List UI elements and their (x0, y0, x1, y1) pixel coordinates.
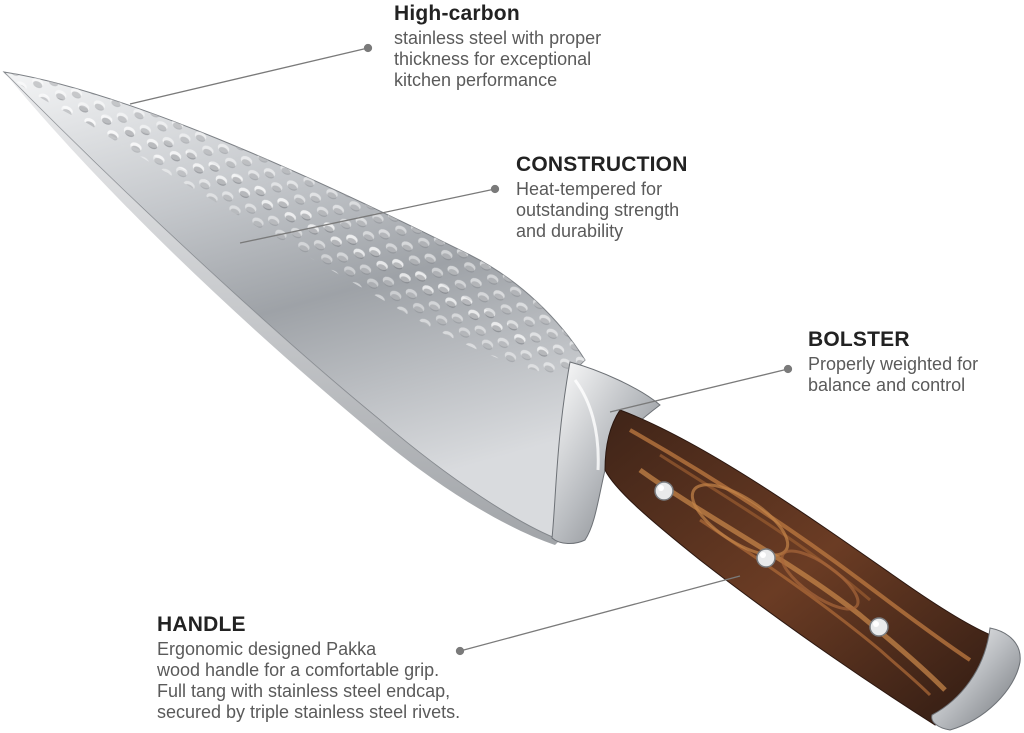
callout-title: HANDLE (157, 613, 246, 636)
rivet (756, 548, 776, 568)
leader-line-high-carbon (129, 47, 369, 105)
callout-bolster: BOLSTER Properly weighted for balance an… (808, 328, 1018, 396)
callout-handle: HANDLE Ergonomic designed Pakka wood han… (157, 613, 537, 723)
callout-title: BOLSTER (808, 328, 910, 351)
rivet (654, 481, 674, 501)
handle (604, 409, 1006, 726)
callout-title: High-carbon (394, 2, 520, 25)
leader-line-bolster (609, 368, 789, 413)
callout-description: stainless steel with proper thickness fo… (394, 28, 602, 90)
blade (2, 71, 586, 545)
callout-high-carbon: High-carbon stainless steel with proper … (394, 2, 694, 91)
callout-description: Ergonomic designed Pakka wood handle for… (157, 639, 461, 722)
leader-line-construction (239, 188, 496, 244)
callout-description: Properly weighted for balance and contro… (808, 354, 979, 395)
callout-description: Heat-tempered for outstanding strength a… (516, 179, 680, 241)
leader-line-handle (459, 575, 741, 652)
endcap (931, 627, 1021, 731)
leader-lines (129, 43, 793, 656)
callout-construction: CONSTRUCTION Heat-tempered for outstandi… (516, 153, 776, 242)
callout-title: CONSTRUCTION (516, 153, 688, 176)
rivet (869, 617, 889, 637)
